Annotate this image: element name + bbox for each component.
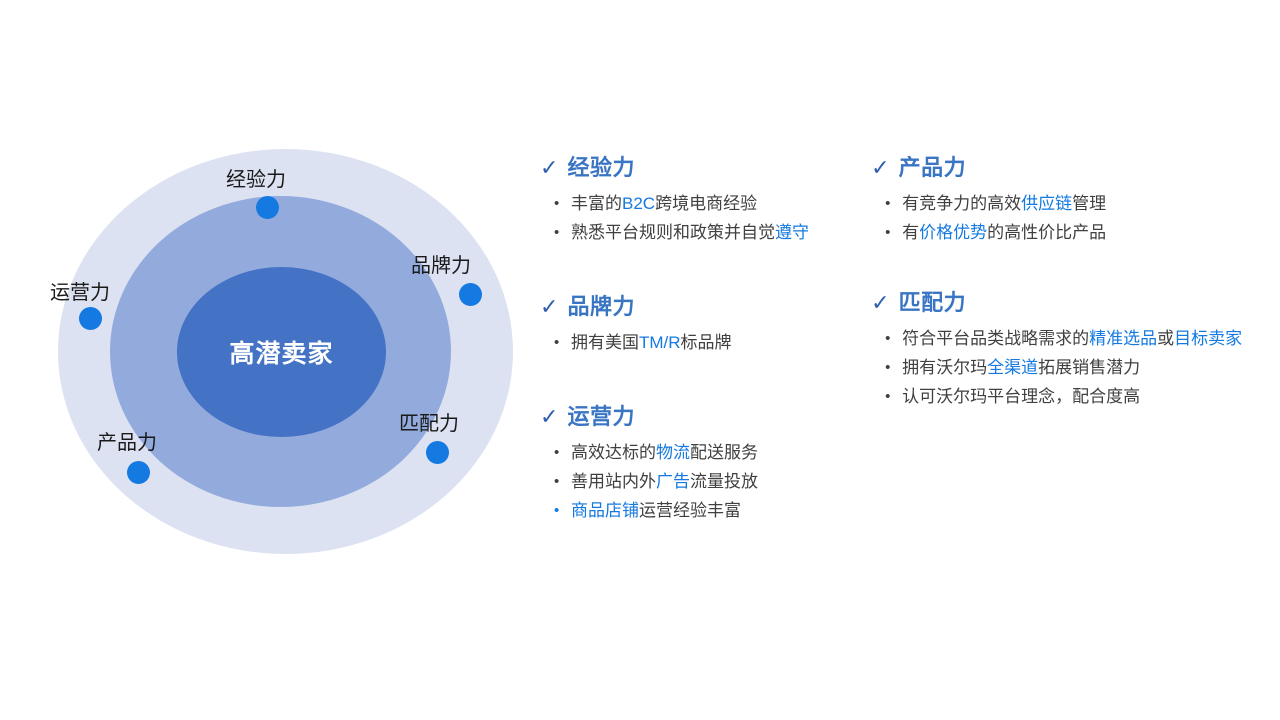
section-heading: ✓ 匹配力 (871, 285, 1280, 317)
node-label-operation: 运营力 (50, 282, 110, 304)
bullet-text: 标品牌 (680, 333, 732, 352)
check-icon: ✓ (540, 155, 559, 180)
bullet-text: 善用站内外 (571, 472, 656, 491)
bullet-highlight-text: 遵守 (775, 223, 809, 242)
bullet-highlight-text: 供应链 (1021, 194, 1073, 213)
bullet-list: 有竞争力的高效供应链管理有价格优势的高性价比产品 (871, 189, 1280, 247)
node-label-experience: 经验力 (226, 169, 286, 191)
bullet-text: 跨境电商经验 (655, 194, 758, 213)
bullet-text: 丰富的 (571, 194, 622, 213)
details-column-right: ✓产品力有竞争力的高效供应链管理有价格优势的高性价比产品✓匹配力符合平台品类战略… (871, 150, 1280, 551)
bullet-highlight-text: 广告 (656, 472, 690, 491)
bullet-text: 配送服务 (690, 443, 758, 462)
bullet-list: 丰富的B2C跨境电商经验熟悉平台规则和政策并自觉遵守 (540, 189, 855, 247)
bullet-text: 拓展销售潜力 (1038, 358, 1141, 377)
details-column-left: ✓经验力丰富的B2C跨境电商经验熟悉平台规则和政策并自觉遵守✓品牌力拥有美国TM… (540, 150, 855, 551)
bullet-item: 善用站内外广告流量投放 (554, 467, 855, 496)
node-dot-icon-match (426, 441, 449, 464)
section-title: 品牌力 (567, 294, 635, 319)
bullet-highlight-text: 全渠道 (987, 358, 1039, 377)
node-dot-icon-operation (79, 307, 102, 330)
node-label-product: 产品力 (97, 432, 157, 454)
bullet-text: 拥有美国 (571, 333, 639, 352)
bullet-text: 流量投放 (690, 472, 758, 491)
bullet-highlight-text: 价格优势 (919, 223, 988, 242)
bullet-text: 的高性价比产品 (987, 223, 1107, 242)
capability-section: ✓运营力高效达标的物流配送服务善用站内外广告流量投放商品店铺运营经验丰富 (540, 399, 855, 525)
bullet-highlight-text: 精准选品 (1089, 329, 1158, 348)
bullet-highlight-text: B2C (622, 194, 656, 213)
node-dot-icon-product (127, 461, 150, 484)
section-heading: ✓ 运营力 (540, 399, 855, 431)
section-heading: ✓ 经验力 (540, 150, 855, 182)
capability-details: ✓经验力丰富的B2C跨境电商经验熟悉平台规则和政策并自觉遵守✓品牌力拥有美国TM… (540, 150, 1280, 551)
inner-circle (177, 267, 386, 437)
check-icon: ✓ (540, 294, 559, 319)
bullet-text: 运营经验丰富 (639, 501, 741, 520)
bullet-item: 符合平台品类战略需求的精准选品或目标卖家 (885, 324, 1280, 353)
bullet-text: 或 (1157, 329, 1175, 348)
bullet-item: 丰富的B2C跨境电商经验 (554, 189, 855, 218)
bullet-text: 认可沃尔玛平台理念，配合度高 (902, 387, 1141, 406)
section-title: 运营力 (567, 404, 635, 429)
bullet-list: 高效达标的物流配送服务善用站内外广告流量投放商品店铺运营经验丰富 (540, 438, 855, 525)
capability-section: ✓产品力有竞争力的高效供应链管理有价格优势的高性价比产品 (871, 150, 1280, 247)
bullet-item: 拥有沃尔玛全渠道拓展销售潜力 (885, 353, 1280, 382)
bullet-item: 有价格优势的高性价比产品 (885, 218, 1280, 247)
node-dot-icon-experience (256, 196, 279, 219)
section-title: 产品力 (898, 155, 967, 180)
bullet-text: 高效达标的 (571, 443, 656, 462)
section-heading: ✓ 品牌力 (540, 289, 855, 321)
bullet-highlight-text: 物流 (656, 443, 690, 462)
bullet-list: 拥有美国TM/R标品牌 (540, 328, 855, 357)
bullet-text: 管理 (1072, 194, 1107, 213)
section-title: 经验力 (567, 155, 635, 180)
check-icon: ✓ (871, 155, 890, 180)
bullet-highlight-text: 目标卖家 (1174, 329, 1243, 348)
diagram-center-label: 高潜卖家 (229, 340, 334, 368)
section-heading: ✓ 产品力 (871, 150, 1280, 182)
seller-capability-diagram: 高潜卖家 经验力 品牌力 匹配力 产品力 运营力 (0, 0, 530, 720)
bullet-item: 有竞争力的高效供应链管理 (885, 189, 1280, 218)
capability-section: ✓ 品牌力拥有美国TM/R标品牌 (540, 289, 855, 357)
bullet-item: 商品店铺运营经验丰富 (554, 496, 855, 525)
bullet-highlight-text: 商品店铺 (571, 501, 639, 520)
node-dot-icon-brand (459, 283, 482, 306)
bullet-item: 认可沃尔玛平台理念，配合度高 (885, 382, 1280, 411)
bullet-text: 有竞争力的高效 (902, 194, 1022, 213)
bullet-item: 熟悉平台规则和政策并自觉遵守 (554, 218, 855, 247)
bullet-text: 熟悉平台规则和政策并自觉 (571, 223, 775, 242)
capability-section: ✓经验力丰富的B2C跨境电商经验熟悉平台规则和政策并自觉遵守 (540, 150, 855, 247)
bullet-text: 有 (902, 223, 920, 242)
bullet-text: 拥有沃尔玛 (902, 358, 988, 377)
bullet-item: 拥有美国TM/R标品牌 (554, 328, 855, 357)
bullet-highlight-text: TM/R (639, 333, 681, 352)
bullet-item: 高效达标的物流配送服务 (554, 438, 855, 467)
capability-section: ✓匹配力符合平台品类战略需求的精准选品或目标卖家拥有沃尔玛全渠道拓展销售潜力认可… (871, 285, 1280, 411)
node-label-match: 匹配力 (399, 413, 459, 435)
section-title: 匹配力 (898, 290, 967, 315)
bullet-text: 符合平台品类战略需求的 (902, 329, 1090, 348)
check-icon: ✓ (540, 404, 559, 429)
bullet-list: 符合平台品类战略需求的精准选品或目标卖家拥有沃尔玛全渠道拓展销售潜力认可沃尔玛平… (871, 324, 1280, 411)
node-label-brand: 品牌力 (411, 255, 471, 277)
check-icon: ✓ (871, 290, 890, 315)
